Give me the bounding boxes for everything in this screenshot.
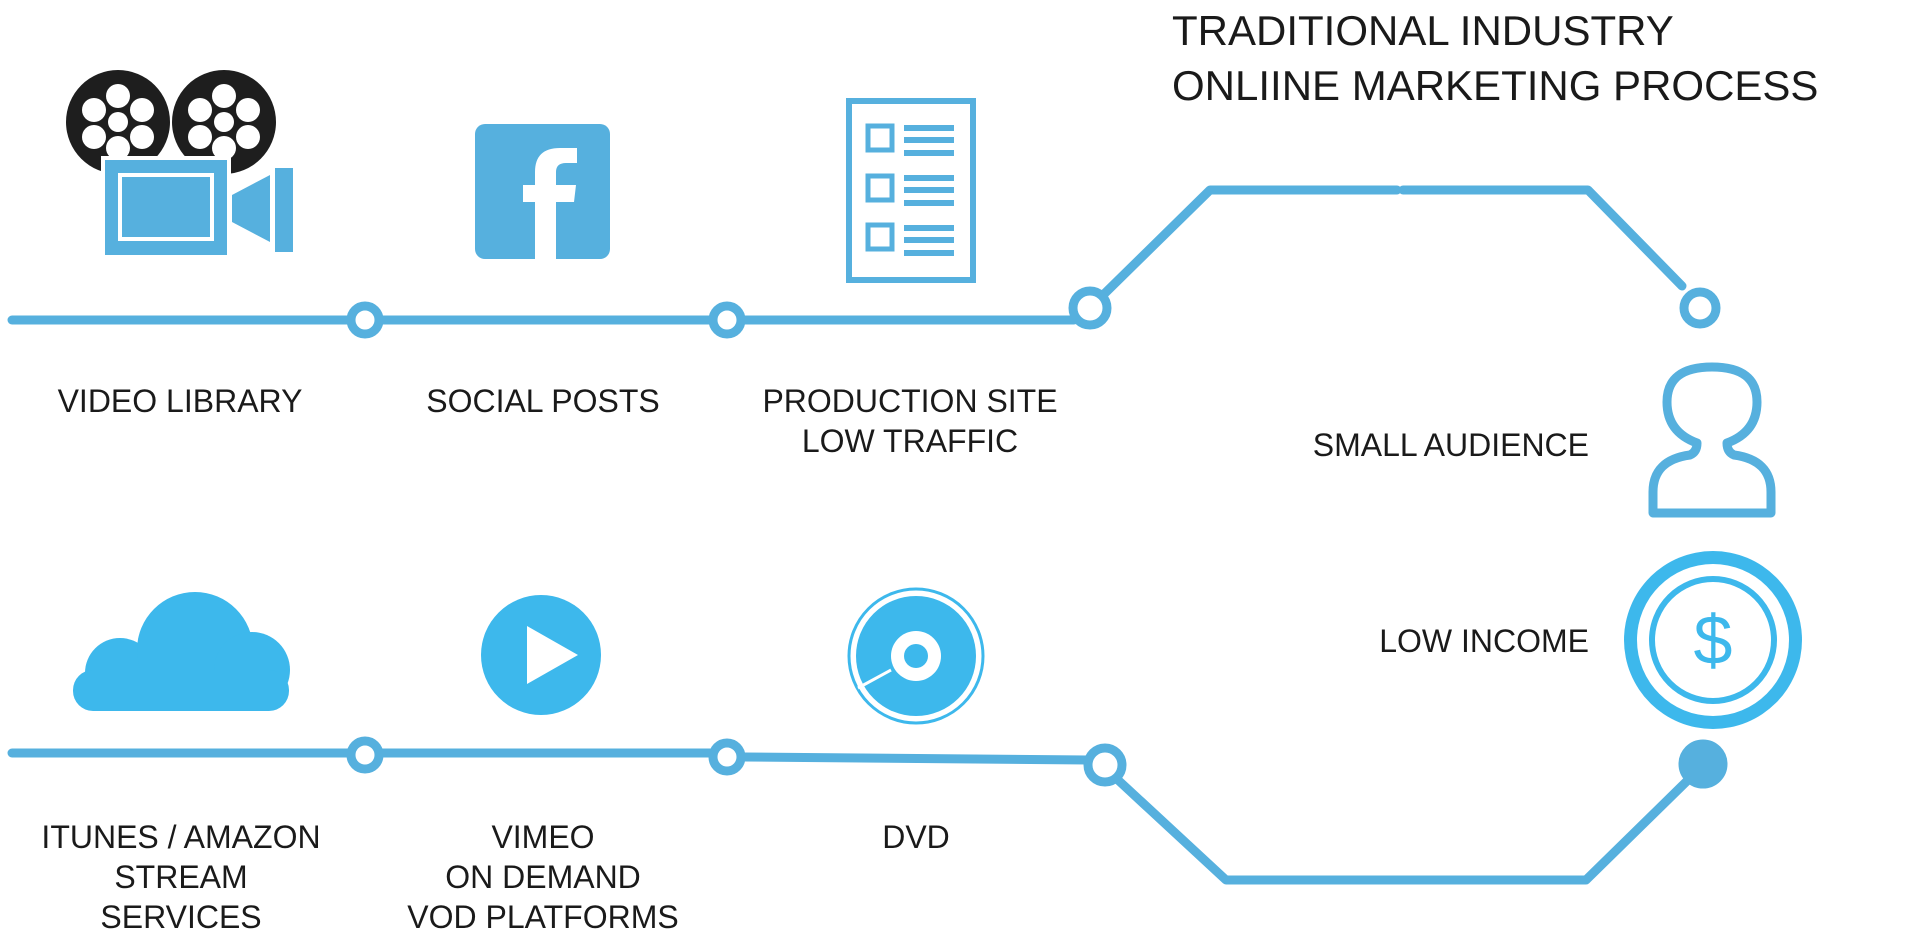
- title-line-1: TRADITIONAL INDUSTRY: [1172, 7, 1674, 54]
- label-itunes-amazon-line-3: SERVICES: [100, 899, 261, 932]
- node-social-posts: [708, 301, 746, 339]
- label-itunes-amazon-line-2: STREAM: [114, 859, 247, 895]
- node-itunes-amazon: [346, 736, 384, 774]
- dollar-coin-icon: $: [1624, 551, 1802, 729]
- label-social-posts: SOCIAL POSTS: [426, 383, 660, 419]
- disc-icon: [847, 587, 985, 725]
- document-checklist-icon: [846, 98, 976, 283]
- label-video-library: VIDEO LIBRARY: [58, 383, 303, 419]
- play-icon: [481, 595, 601, 715]
- dollar-symbol: $: [1694, 601, 1733, 679]
- label-small-audience: SMALL AUDIENCE: [1313, 427, 1589, 463]
- label-dvd: DVD: [882, 819, 950, 855]
- title-line-2: ONLIINE MARKETING PROCESS: [1172, 62, 1818, 109]
- top-line-nodes: [346, 286, 1721, 339]
- labels: VIDEO LIBRARY SOCIAL POSTS PRODUCTION SI…: [41, 383, 1589, 932]
- cloud-icon: [73, 592, 290, 711]
- top-line-descend: [1398, 185, 1687, 291]
- title: TRADITIONAL INDUSTRY ONLIINE MARKETING P…: [1172, 7, 1818, 109]
- label-vimeo-line-2: ON DEMAND: [445, 859, 641, 895]
- top-process-line: [7, 185, 1687, 325]
- node-small-audience: [1679, 287, 1721, 329]
- node-low-income: [1678, 739, 1728, 789]
- bottom-line-segment-3: [739, 752, 1093, 765]
- film-projector-icon: [66, 70, 293, 259]
- label-production-site-line-2: LOW TRAFFIC: [802, 423, 1018, 459]
- label-itunes-amazon-line-1: ITUNES / AMAZON: [41, 819, 320, 855]
- label-vimeo-line-1: VIMEO: [491, 819, 594, 855]
- label-vimeo-line-3: VOD PLATFORMS: [407, 899, 678, 932]
- user-icon: [1648, 362, 1776, 518]
- label-low-income: LOW INCOME: [1379, 623, 1589, 659]
- node-vimeo: [708, 738, 746, 776]
- node-production-site: [1068, 286, 1112, 330]
- bottom-line-nodes: [346, 736, 1728, 789]
- facebook-icon: [475, 124, 610, 259]
- node-dvd: [1083, 743, 1127, 787]
- label-production-site-line-1: PRODUCTION SITE: [762, 383, 1057, 419]
- top-line-rise: [1093, 185, 1402, 305]
- bottom-process-line: [7, 748, 1693, 885]
- bottom-line-trough: [1113, 775, 1693, 885]
- node-video-library: [346, 301, 384, 339]
